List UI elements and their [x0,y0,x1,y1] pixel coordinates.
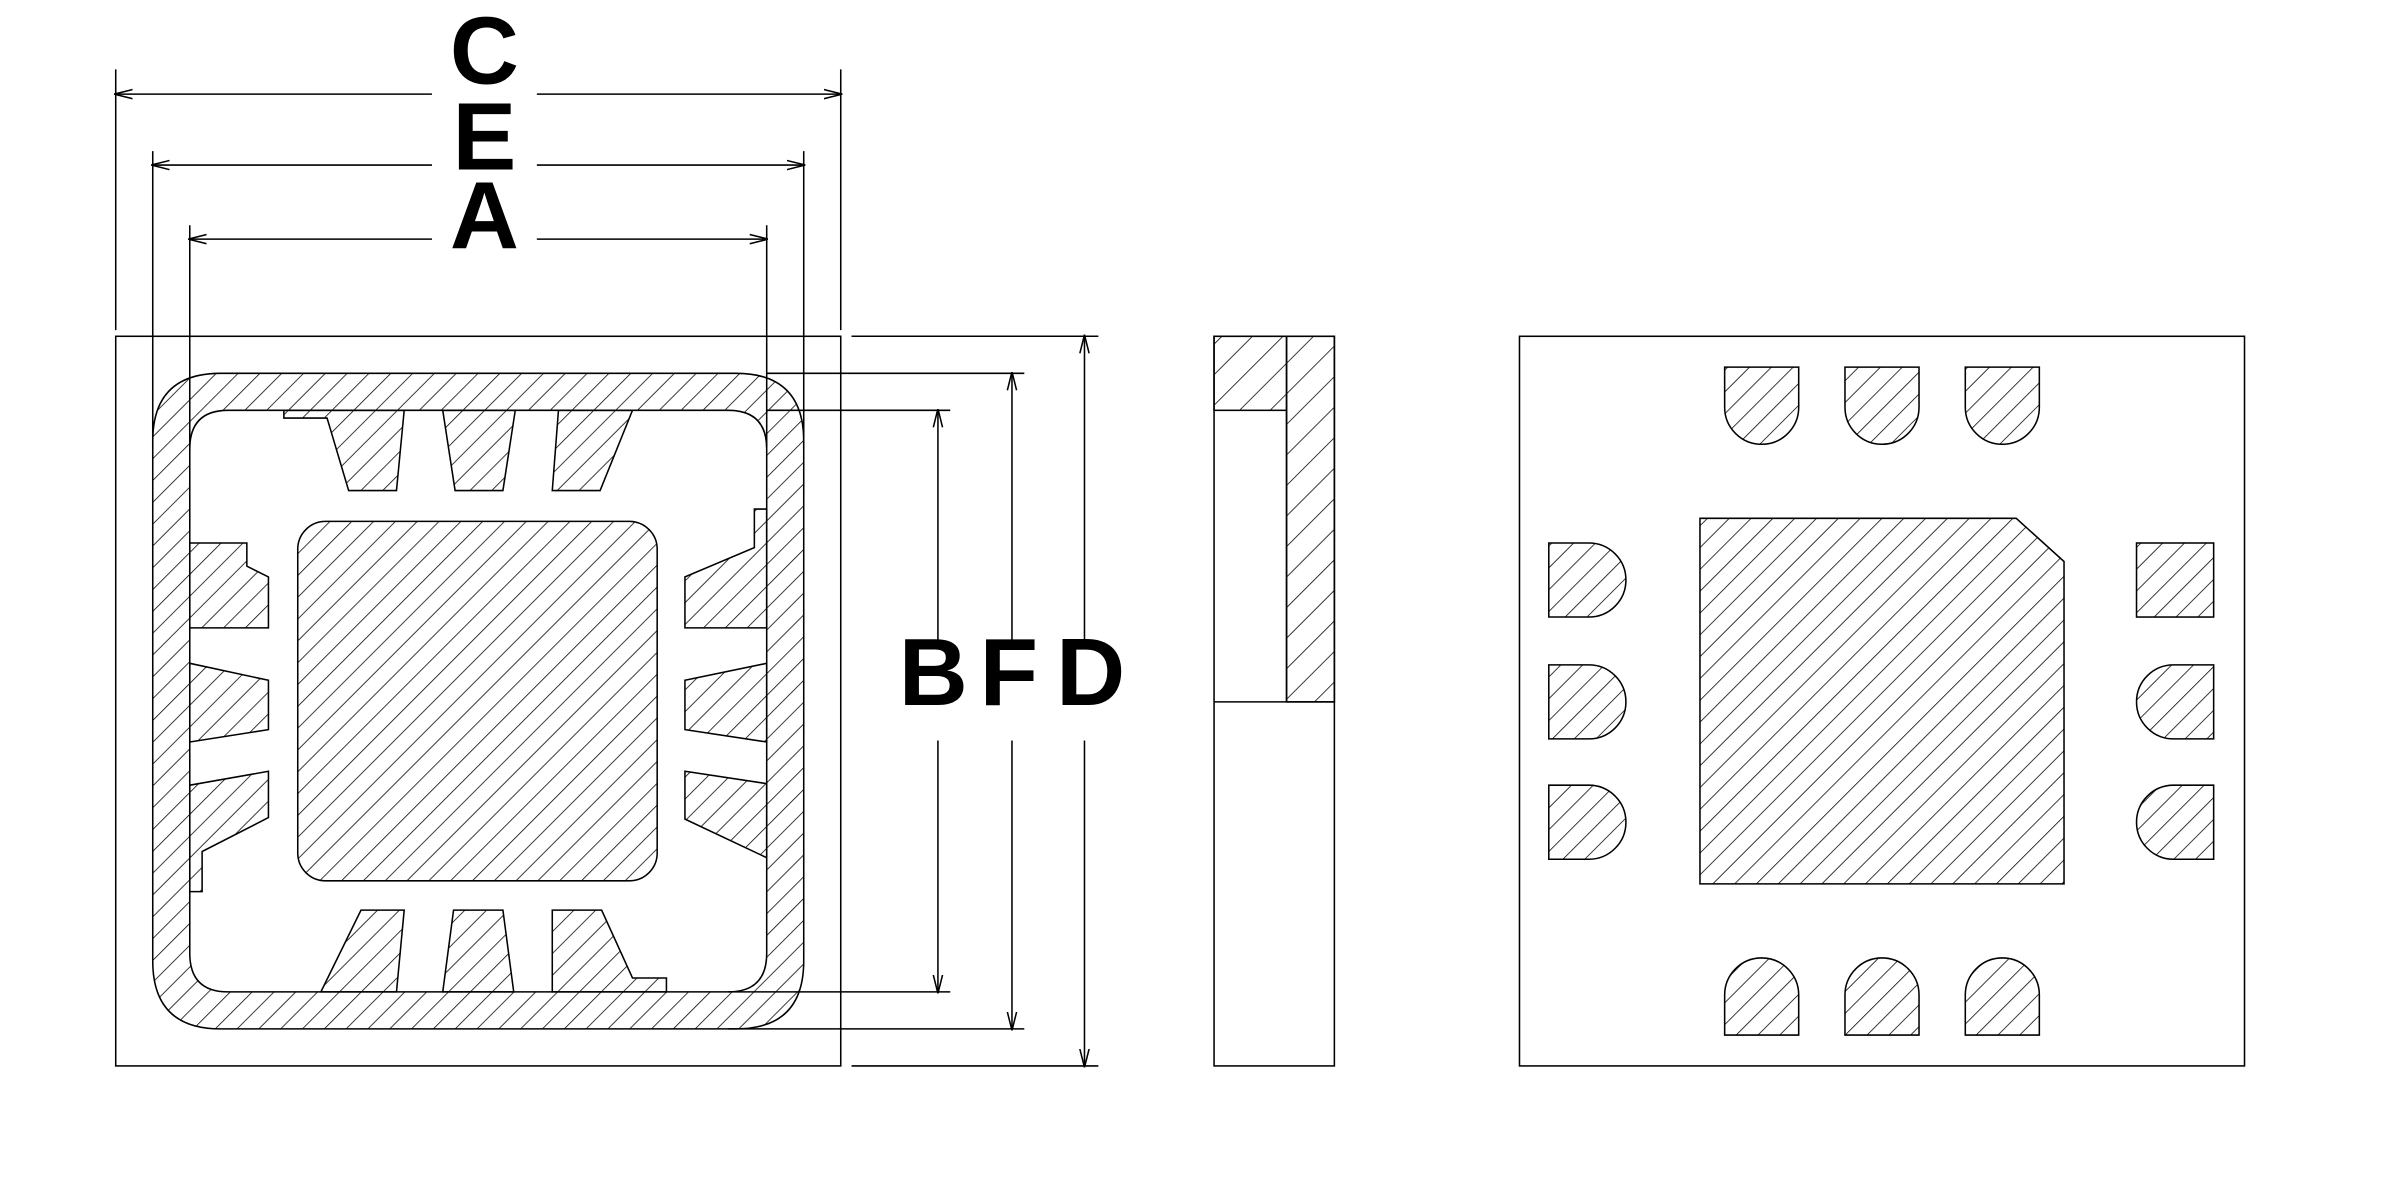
lid-section [1213,335,1288,412]
pad [1723,957,1800,1036]
lead [188,662,270,743]
pad [1964,957,2041,1036]
lead [188,770,270,893]
wall-section [1285,335,1336,703]
package-body-outline [114,335,842,1067]
lead [684,770,768,859]
dimensions-vertical [728,336,1099,1066]
pad [1548,542,1627,618]
center-pad [296,520,658,882]
pad [2135,664,2215,740]
pad [1844,366,1920,445]
dimension-label-c: C [450,0,519,104]
bottom-body [1518,335,2246,1067]
lead [441,909,515,993]
dimension-label-b: B [899,619,968,726]
pad-pin1 [2135,542,2215,618]
lead [188,542,270,629]
pad [1844,957,1920,1036]
lead [283,409,406,492]
lead [441,409,517,492]
top-view [114,335,842,1067]
lead [551,409,634,492]
bottom-view [1518,335,2246,1067]
dimensions-horizontal [116,69,841,448]
lead [684,662,768,743]
side-view [1213,335,1336,1067]
pad [1548,664,1627,740]
lead [319,909,406,993]
pad [1548,784,1627,860]
lead [551,909,668,993]
dimension-label-f: F [980,619,1038,726]
exposed-pad [1699,517,2065,885]
dimension-label-a: A [450,162,519,269]
dimension-label-e: E [453,84,517,191]
pad [1964,366,2041,445]
pad [1723,366,1800,445]
pad [2135,784,2215,860]
dimension-label-d: D [1056,619,1125,726]
lead [684,508,768,629]
